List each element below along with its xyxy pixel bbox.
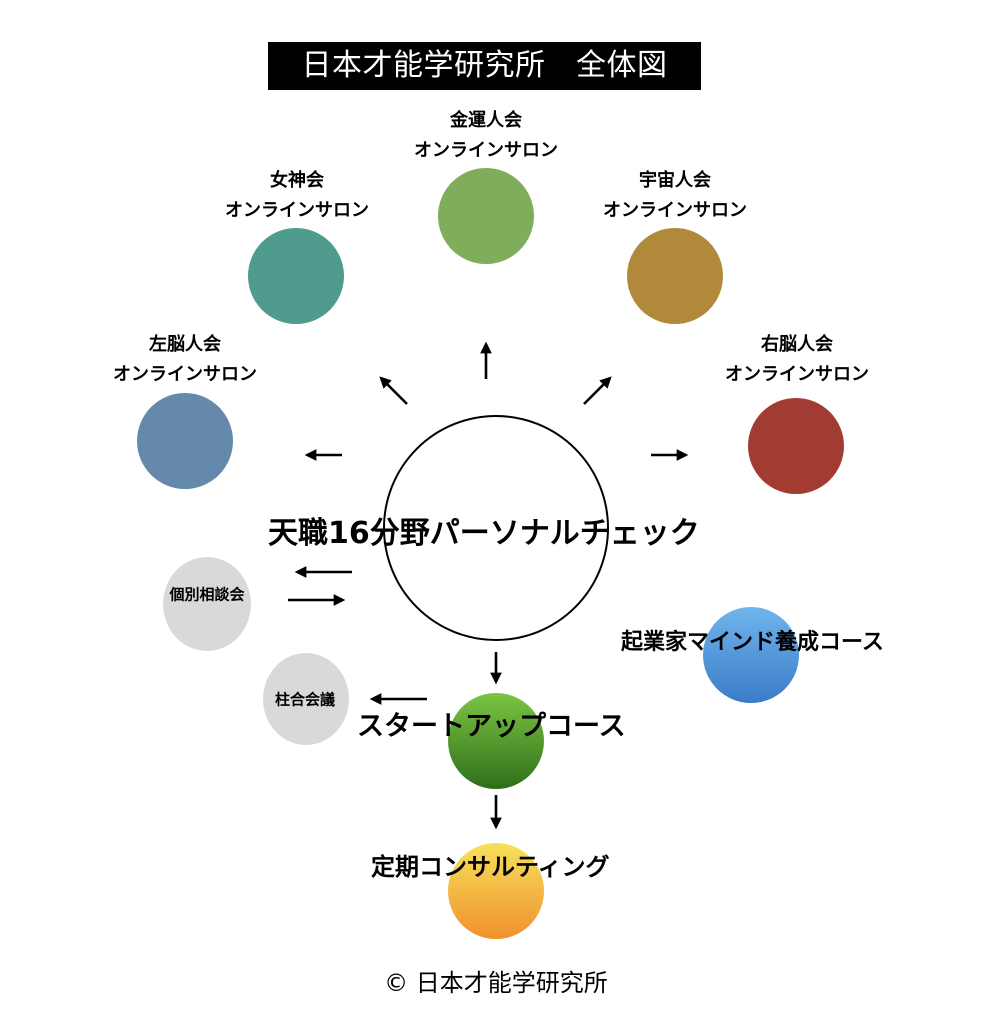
salon-sub: オンラインサロン [414, 140, 558, 161]
salon-node-megami [248, 228, 344, 324]
consult-node [163, 557, 251, 651]
salon-label-uchu: 宇宙人会 オンラインサロン [603, 166, 747, 226]
salon-sub: オンラインサロン [225, 200, 369, 221]
salon-name: 左脳人会 [149, 334, 221, 355]
salon-name: 右脳人会 [761, 334, 833, 355]
arrow-upper-right [583, 376, 612, 405]
startup-node [448, 693, 544, 789]
salon-label-kinun: 金運人会 オンラインサロン [414, 106, 558, 166]
salon-label-megami: 女神会 オンラインサロン [225, 166, 369, 226]
center-circle [383, 415, 609, 641]
copyright-footer: © 日本才能学研究所 [384, 969, 608, 997]
salon-name: 女神会 [270, 170, 324, 191]
consult-label: 個別相談会 [169, 585, 245, 604]
regular-node [448, 843, 544, 939]
salon-node-kinun [438, 168, 534, 264]
salon-name: 金運人会 [450, 110, 522, 131]
regular-label: 定期コンサルティング [371, 853, 610, 881]
salon-node-uchu [627, 228, 723, 324]
arrow-upper-left [379, 376, 408, 405]
salon-label-uno: 右脳人会 オンラインサロン [725, 330, 869, 390]
salon-label-sano: 左脳人会 オンラインサロン [113, 330, 257, 390]
salon-sub: オンラインサロン [603, 200, 747, 221]
salon-node-uno [748, 398, 844, 494]
salon-name: 宇宙人会 [639, 170, 711, 191]
salon-node-sano [137, 393, 233, 489]
pillar-node [263, 653, 349, 745]
diagram-title: 日本才能学研究所 全体図 [268, 42, 701, 90]
pillar-label: 柱合会議 [274, 690, 336, 709]
center-label: 天職16分野パーソナルチェック [268, 516, 700, 551]
salon-sub: オンラインサロン [113, 364, 257, 385]
entrepreneur-node [703, 607, 799, 703]
startup-label: スタートアップコース [357, 711, 626, 742]
salon-sub: オンラインサロン [725, 364, 869, 385]
entrepreneur-label: 起業家マインド養成コース [621, 630, 884, 655]
